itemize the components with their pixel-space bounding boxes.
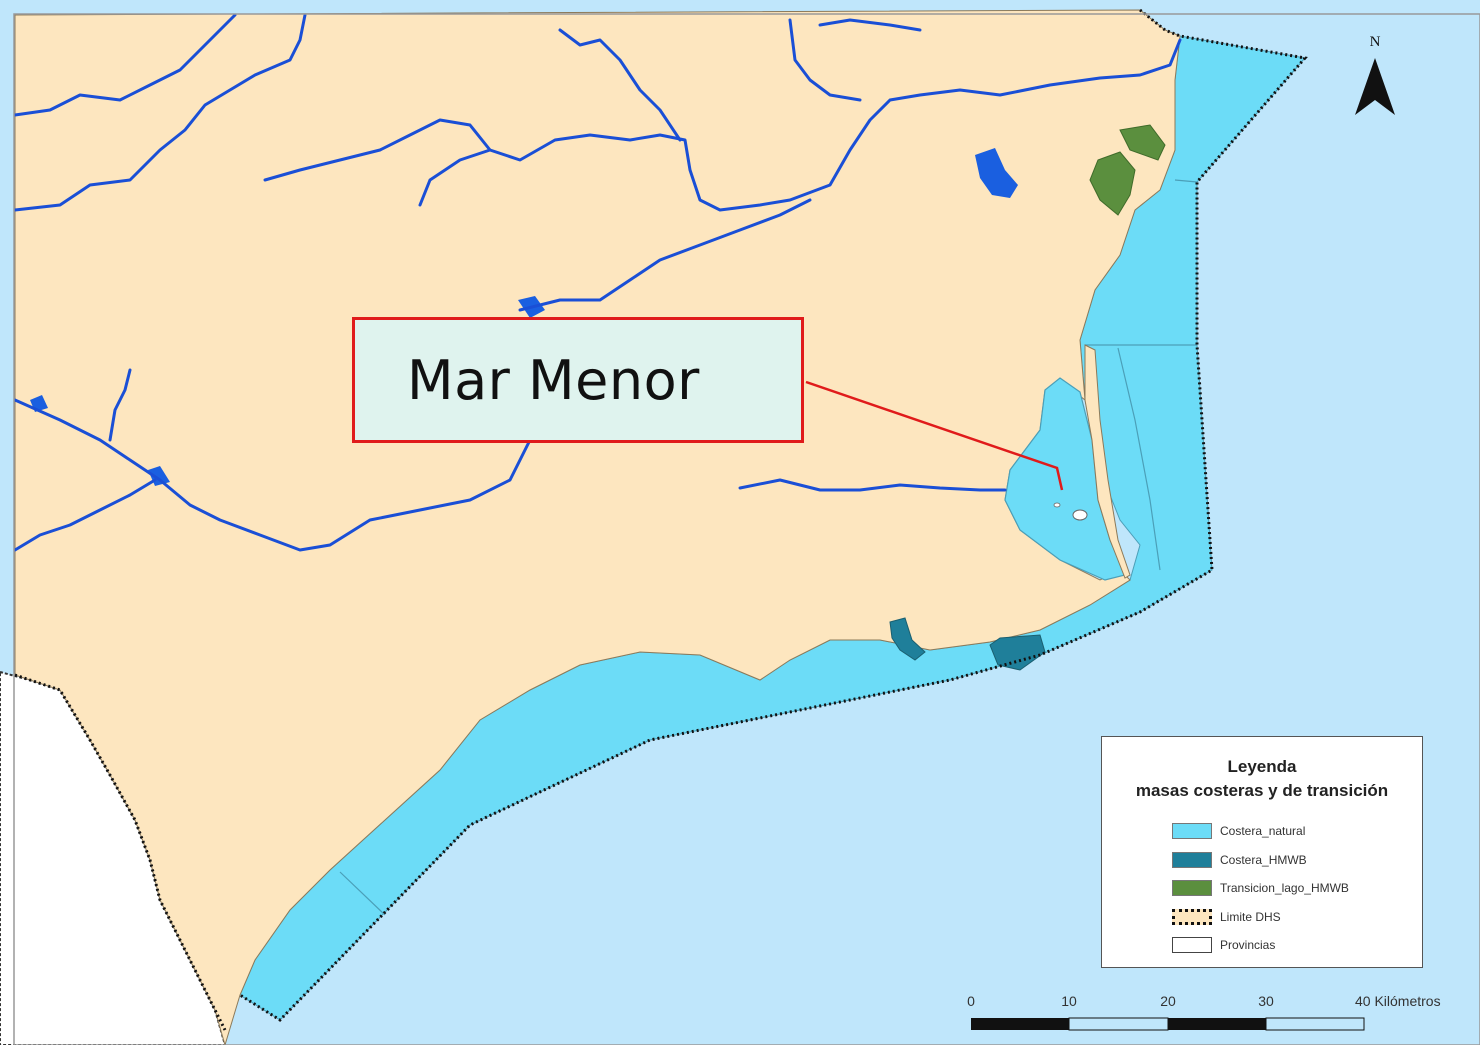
scale-tick-label: 0 xyxy=(967,993,975,1009)
legend-label: Limite DHS xyxy=(1220,909,1281,924)
north-arrow-icon xyxy=(1355,58,1395,115)
scale-tick-label: 40 Kilómetros xyxy=(1355,993,1441,1009)
transition-lake xyxy=(1089,151,1136,216)
scale-segment xyxy=(971,1018,1069,1030)
legend-item-limite-dhs: Limite DHS xyxy=(1172,903,1349,932)
callout-label: Mar Menor xyxy=(407,348,700,412)
reservoir xyxy=(975,148,1018,198)
scale-tick-label: 30 xyxy=(1258,993,1274,1009)
legend-subtitle: masas costeras y de transición xyxy=(1135,781,1389,800)
coastal-hmwb-water-body xyxy=(889,617,926,661)
dhs-boundary xyxy=(14,8,1308,1031)
legend-swatch xyxy=(1172,823,1212,840)
scale-segment xyxy=(1168,1018,1266,1030)
transition-lake xyxy=(1119,124,1166,161)
legend-swatch xyxy=(1172,880,1212,897)
legend-item-provincias: Provincias xyxy=(1172,931,1349,960)
coastal-hmwb-water-body xyxy=(989,634,1046,671)
north-arrow: N xyxy=(1355,34,1395,115)
legend-item-costera-natural: Costera_natural xyxy=(1172,817,1349,846)
scale-tick-label: 10 xyxy=(1061,993,1077,1009)
coastal-divider-lines xyxy=(339,179,1198,916)
legend-label: Provincias xyxy=(1220,938,1276,953)
north-arrow-label: N xyxy=(1370,34,1381,50)
legend-list: Costera_natural Costera_HMWB Transicion_… xyxy=(1172,817,1349,960)
scale-tick-label: 20 xyxy=(1160,993,1176,1009)
mar-menor-lagoon xyxy=(1004,377,1126,581)
legend-swatch xyxy=(1172,851,1212,868)
rivers xyxy=(13,13,1182,552)
legend-item-transicion-lago: Transicion_lago_HMWB xyxy=(1172,874,1349,903)
legend-label: Costera_HMWB xyxy=(1220,852,1307,867)
mar-menor-callout: Mar Menor xyxy=(352,317,804,443)
legend-item-costera-hmwb: Costera_HMWB xyxy=(1172,846,1349,875)
map-legend: Leyenda masas costeras y de transición C… xyxy=(1101,736,1423,968)
map-frame xyxy=(13,13,1480,1045)
scale-segment xyxy=(1068,1017,1169,1031)
legend-label: Costera_natural xyxy=(1220,824,1306,839)
legend-swatch xyxy=(1172,937,1212,954)
scale-bar: 0 10 20 30 40 Kilómetros xyxy=(967,993,1441,1031)
legend-label: Transicion_lago_HMWB xyxy=(1220,881,1349,896)
scale-segment xyxy=(1265,1017,1365,1031)
la-manga-strip xyxy=(1084,344,1131,579)
legend-swatch xyxy=(1172,908,1212,925)
callout-leader-line xyxy=(805,380,1064,491)
lagoon-island xyxy=(1072,509,1088,521)
lagoon-island xyxy=(1053,502,1061,508)
legend-title: Leyenda xyxy=(1227,757,1297,776)
